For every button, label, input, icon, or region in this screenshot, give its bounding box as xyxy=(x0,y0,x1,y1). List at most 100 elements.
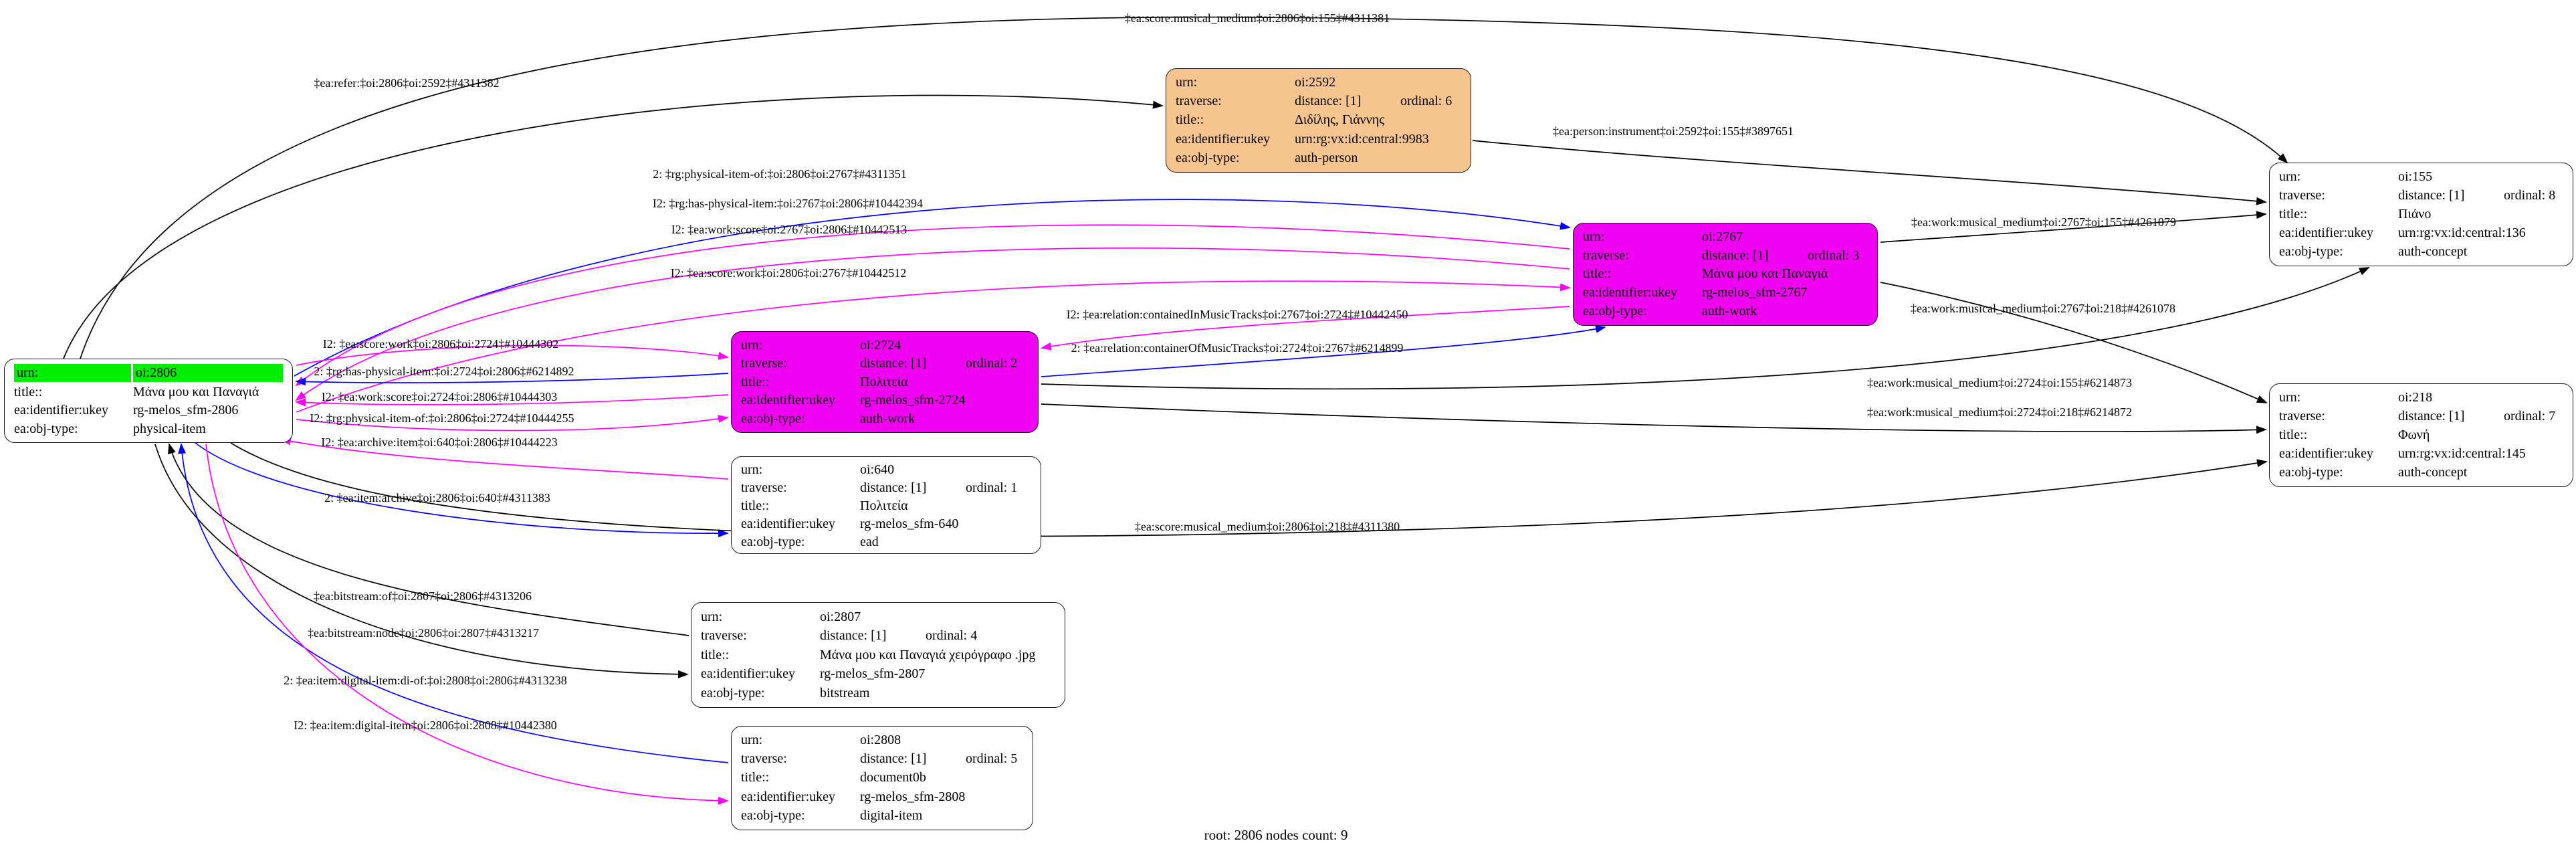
graph-caption: root: 2806 nodes count: 9 xyxy=(1204,827,1348,843)
node-row-urn: urn: oi:2808 xyxy=(741,731,1023,749)
node-row-title: title:: Μάνα μου και Παναγιά χειρόγραφο … xyxy=(701,646,1055,664)
node-row-traverse: traverse: distance: [1] ordinal: 3 xyxy=(1583,247,1868,265)
field-value: Φωνή xyxy=(2398,428,2430,442)
node-oi-2807: urn: oi:2807 traverse: distance: [1] ord… xyxy=(691,602,1065,708)
edge-work-score-2767-2806 xyxy=(295,247,1570,401)
field-value: oi:155 xyxy=(2398,169,2433,184)
field-value: auth-work xyxy=(860,411,916,426)
node-oi-218: urn: oi:218 traverse: distance: [1] ordi… xyxy=(2269,383,2573,487)
edge-label: ‡ea:bitstream:of‡oi:2807‡oi:2806‡#431320… xyxy=(314,589,532,603)
field-value: ordinal: 8 xyxy=(2504,188,2556,203)
field-value: rg-melos_sfm-2806 xyxy=(133,403,239,418)
field-key: traverse: xyxy=(741,356,787,371)
node-row-ukey: ea:identifier:ukey rg-melos_sfm-2724 xyxy=(741,391,1029,409)
field-value: Διδίλης, Γιάννης xyxy=(1295,112,1385,128)
node-row-title: title:: Πιάνο xyxy=(2279,205,2563,223)
field-key: ea:identifier:ukey xyxy=(741,393,836,407)
field-key: ea:identifier:ukey xyxy=(701,666,796,681)
edge-score-musical-medium-2806-155 xyxy=(80,16,2288,359)
node-row-urn: urn: oi:155 xyxy=(2279,168,2563,186)
edge-work-score-2724-2806 xyxy=(295,394,729,407)
field-key: ea:obj-type: xyxy=(741,535,805,549)
node-row-urn: urn: oi:2724 xyxy=(741,337,1029,355)
node-row-title: title:: Μάνα μου και Παναγιά xyxy=(1583,265,1868,283)
edge-label: ‡ea:work:musical_medium‡oi:2767‡oi:218‡#… xyxy=(1911,302,2175,315)
edge-label: I2: ‡ea:work:score‡oi:2767‡oi:2806‡#1044… xyxy=(671,223,907,236)
node-row-traverse: traverse: distance: [1] ordinal: 8 xyxy=(2279,187,2563,205)
edge-score-musical-medium-2806-218 xyxy=(230,442,2268,537)
edge-bitstream-of-2807-2806 xyxy=(168,443,689,636)
node-row-objtype: ea:obj-type: auth-concept xyxy=(2279,464,2563,482)
field-value: distance: [1] xyxy=(860,480,927,495)
field-value: Μάνα μου και Παναγιά xyxy=(1702,266,1828,282)
edge-label: 2: ‡ea:item:digital-item:di-of:‡oi:2808‡… xyxy=(284,674,566,687)
edge-score-work-2806-2767 xyxy=(296,280,1571,413)
edge-person-instrument-2592-155 xyxy=(1472,140,2267,205)
field-key: ea:identifier:ukey xyxy=(741,516,836,531)
edge-label: I2: ‡ea:score:work‡oi:2806‡oi:2724‡#1044… xyxy=(323,337,558,351)
field-value: auth-concept xyxy=(2398,465,2468,480)
edge-label: ‡ea:bitstream:node‡oi:2806‡oi:2807‡#4313… xyxy=(308,626,539,640)
edge-archive-item-640-2806 xyxy=(280,437,729,480)
edge-label: ‡ea:person:instrument‡oi:2592‡oi:155‡#38… xyxy=(1553,124,1794,138)
field-key: ea:identifier:ukey xyxy=(1583,285,1678,300)
node-oi-155: urn: oi:155 traverse: distance: [1] ordi… xyxy=(2269,163,2573,266)
edge-label: ‡ea:work:musical_medium‡oi:2724‡oi:155‡#… xyxy=(1867,376,2132,389)
edge-contained-in-music-tracks-2767-2724 xyxy=(1041,306,1570,351)
field-key: ea:obj-type: xyxy=(2279,465,2343,480)
edge-label: I2: ‡ea:archive:item‡oi:640‡oi:2806‡#104… xyxy=(321,436,557,449)
field-value: rg-melos_sfm-2807 xyxy=(820,666,926,681)
field-key: urn: xyxy=(2279,390,2301,405)
field-key: urn: xyxy=(741,733,763,748)
node-row-urn: urn: oi:2767 xyxy=(1583,228,1868,246)
field-value: distance: [1] xyxy=(1702,248,1769,263)
field-value: urn:rg:vx:id:central:9983 xyxy=(1295,131,1429,147)
field-value: Πολιτεία xyxy=(860,498,908,513)
edge-label: I2: ‡ea:score:work‡oi:2806‡oi:2767‡#1044… xyxy=(671,266,906,280)
field-key: title:: xyxy=(741,770,770,785)
node-row-urn: urn: oi:2592 xyxy=(1176,74,1461,92)
field-value: ordinal: 4 xyxy=(926,628,978,643)
field-value: ordinal: 6 xyxy=(1400,94,1453,109)
field-value: rg-melos_sfm-640 xyxy=(860,516,959,531)
node-row-ukey: ea:identifier:ukey urn:rg:vx:id:central:… xyxy=(1176,130,1461,149)
node-row-ukey: ea:identifier:ukey rg-melos_sfm-2767 xyxy=(1583,284,1868,302)
field-value: Πιάνο xyxy=(2398,207,2432,221)
node-row-traverse: traverse: distance: [1] ordinal: 2 xyxy=(741,355,1029,373)
field-key: traverse: xyxy=(741,480,787,495)
edge-container-of-music-tracks-2724-2767 xyxy=(1041,324,1606,377)
field-key: title:: xyxy=(741,498,770,513)
node-row-objtype: ea:obj-type: ead xyxy=(741,533,1031,551)
field-value: distance: [1] xyxy=(2398,409,2465,423)
edge-item-archive-2806-640 xyxy=(195,442,729,538)
node-row-title: title:: Διδίλης, Γιάννης xyxy=(1176,111,1461,129)
node-row-objtype: ea:obj-type: auth-work xyxy=(741,410,1029,428)
node-row-ukey: ea:identifier:ukey urn:rg:vx:id:central:… xyxy=(2279,445,2563,463)
field-value: Πολιτεία xyxy=(860,374,908,389)
field-value: digital-item xyxy=(860,808,923,823)
field-key: title:: xyxy=(701,647,730,662)
field-key: ea:identifier:ukey xyxy=(2279,446,2374,461)
field-key: ea:identifier:ukey xyxy=(1176,131,1271,147)
edge-bitstream-node-2806-2807 xyxy=(154,444,689,678)
field-value: urn:rg:vx:id:central:145 xyxy=(2398,446,2526,461)
field-value: urn:rg:vx:id:central:136 xyxy=(2398,225,2526,240)
field-key: urn: xyxy=(741,462,763,477)
field-value: distance: [1] xyxy=(860,356,927,371)
field-value: oi:2808 xyxy=(860,733,901,748)
field-key: title:: xyxy=(1176,112,1204,128)
field-value: oi:2806 xyxy=(133,364,283,383)
field-key: ea:obj-type: xyxy=(741,808,805,823)
node-row-urn: urn: oi:640 xyxy=(741,461,1031,479)
node-row-traverse: traverse: distance: [1] ordinal: 5 xyxy=(741,750,1023,768)
node-row-ukey: ea:identifier:ukey rg-melos_sfm-2807 xyxy=(701,665,1055,683)
node-row-objtype: ea:obj-type: bitstream xyxy=(701,684,1055,702)
edge-work-musical-medium-2724-155 xyxy=(1041,267,2370,390)
field-key: urn: xyxy=(741,337,763,353)
field-value: auth-work xyxy=(1702,304,1757,319)
field-value: rg-melos_sfm-2808 xyxy=(860,789,966,804)
field-value: oi:2724 xyxy=(860,337,901,353)
field-value: distance: [1] xyxy=(2398,188,2465,203)
node-row-objtype: ea:obj-type: auth-work xyxy=(1583,302,1868,320)
